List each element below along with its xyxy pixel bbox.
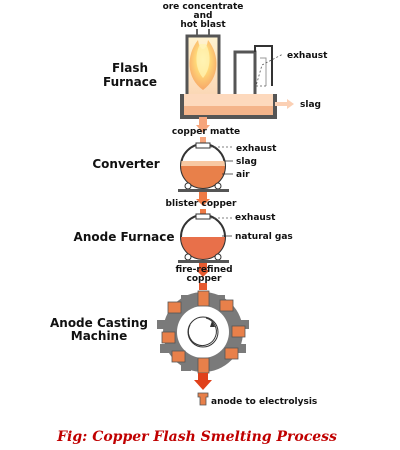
anode-furnace-vessel [180,213,226,260]
exhaust-label-1: exhaust [287,51,328,61]
anode-furnace-rollers [178,253,229,263]
exhaust-duct [254,45,273,86]
anode-output-arrow [194,373,212,390]
blister-copper-label: blister copper [166,199,237,209]
anode-output-label: anode to electrolysis [211,397,317,407]
exhaust-label-3: exhaust [235,213,276,223]
copper-matte-label: copper matte [172,127,240,137]
figure-caption: Fig: Copper Flash Smelting Process [56,429,337,445]
exhaust-duct-inner [260,57,267,86]
feed-label-line3: hot blast [180,20,226,30]
air-label: air [236,170,250,180]
fire-refined-stream [196,263,210,277]
converter-title: Converter [92,157,159,171]
anode-furnace-title: Anode Furnace [74,230,175,244]
casting-machine-title-line2: Machine [71,329,128,343]
blister-copper-stream [196,192,210,206]
natural-gas-label: natural gas [235,232,293,242]
converter-vessel [180,142,226,189]
fire-refined-label-line2: copper [187,274,223,284]
converter-rollers [178,182,229,192]
slag-label-1: slag [300,100,321,110]
settler-bath [184,106,273,115]
fire-refined-stream-lower [199,283,207,290]
exhaust-leader-1 [255,53,284,87]
copper-matte-stream [196,117,210,133]
exhaust-label-2: exhaust [236,144,277,154]
casting-machine-title-line1: Anode Casting [50,316,148,330]
anode-molds [161,290,246,374]
uptake-shaft [233,50,257,95]
feed-label-line2: and [194,11,213,21]
slag-outlet-arrow [275,99,294,109]
anode-product [197,392,209,406]
flash-furnace-title-line1: Flash [112,61,148,75]
flash-furnace-title-line2: Furnace [103,75,157,89]
fire-refined-label-line1: fire-refined [175,265,232,275]
slag-label-2: slag [236,157,257,167]
feed-label-line1: ore concentrate [163,2,244,12]
flame-core [196,44,210,78]
